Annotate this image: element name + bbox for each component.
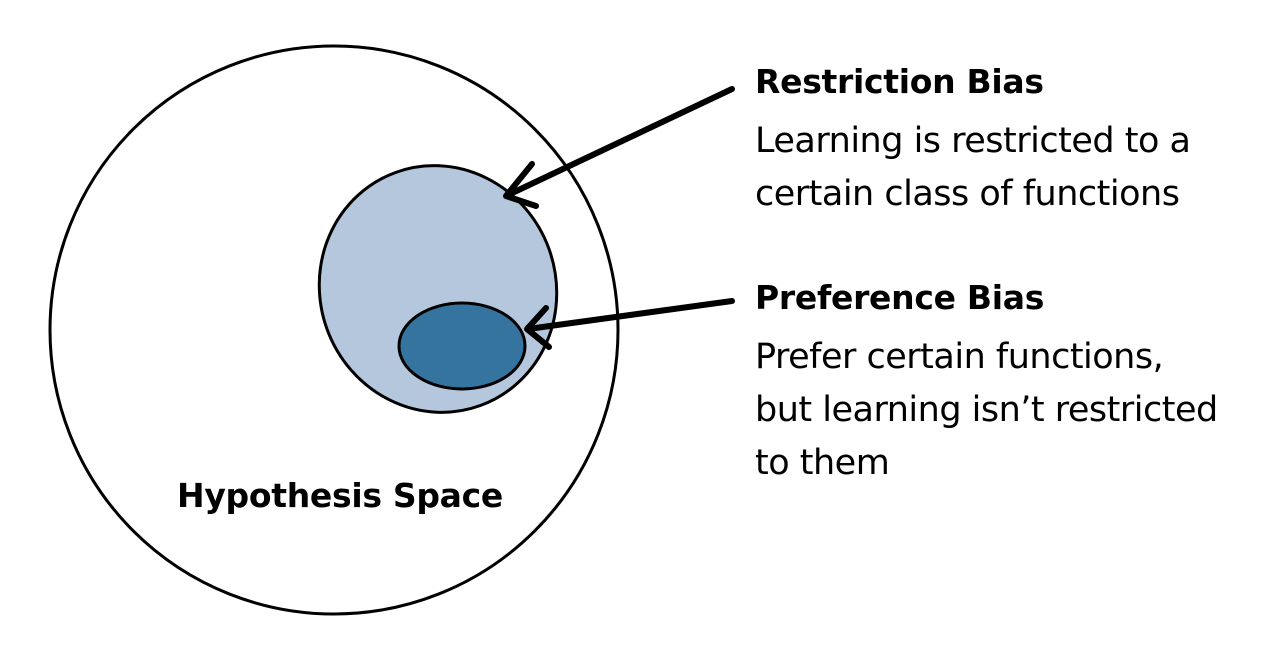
preference-bias-block: Preference Bias Prefer certain functions… [755,278,1218,490]
preference-arrow [524,298,735,350]
restriction-arrow [503,86,735,209]
hypothesis-space-label: Hypothesis Space [177,476,503,515]
restriction-bias-title: Restriction Bias [755,62,1044,101]
restriction-bias-description: Learning is restricted to a certain clas… [755,121,1191,214]
restriction-bias-block: Restriction Bias Learning is restricted … [755,62,1191,221]
preferred-region-ellipse [397,301,527,391]
preference-bias-description: Prefer certain functions, but learning i… [755,337,1218,483]
preference-bias-title: Preference Bias [755,278,1045,317]
